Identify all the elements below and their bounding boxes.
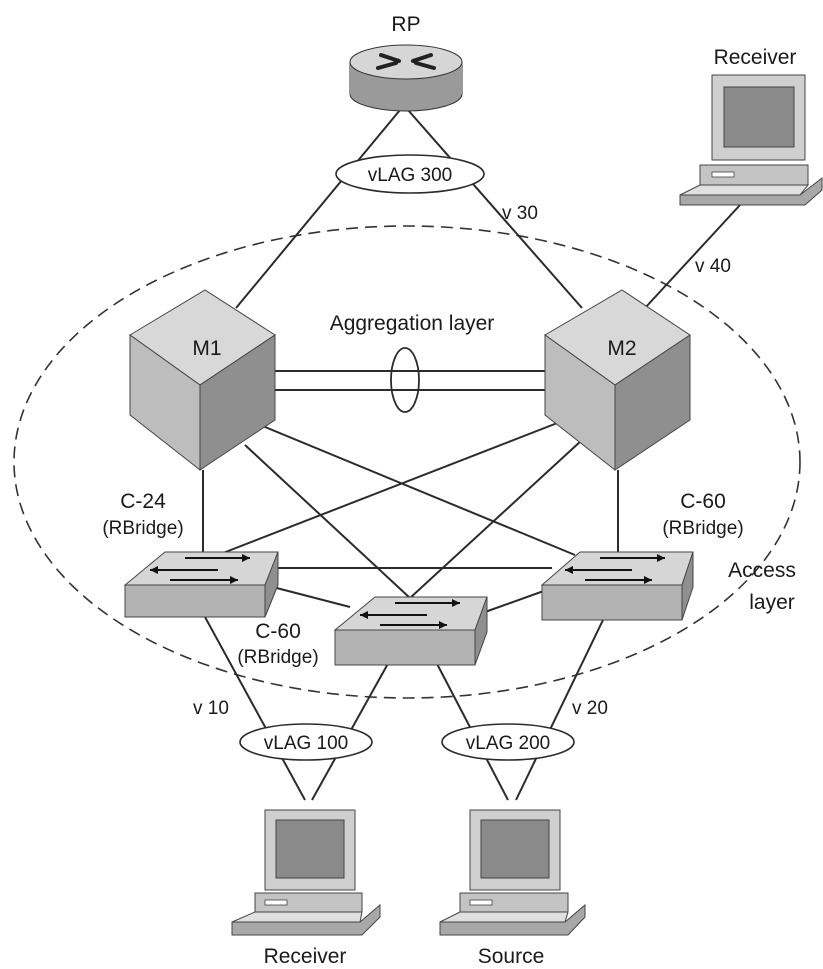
vlag100-oval [239,723,373,761]
aggregation-layer-label: Aggregation layer [330,312,495,335]
link-c24-receiver [204,616,306,801]
link-rp-m1 [235,109,401,309]
link-c60mid-c60right [484,587,553,613]
c60-mid-switch [333,596,488,666]
v30-label: v 30 [502,203,538,224]
link-m2-c60mid [409,439,583,599]
vlag100-label: vLAG 100 [264,733,349,754]
m2-label: M2 [607,337,636,360]
isl-lag-oval [390,347,420,413]
access-layer-label-2: layer [749,591,795,614]
vlag300-oval [335,154,485,194]
link-receiver-m2 [644,204,741,309]
access-layer-boundary [13,225,801,699]
access-layer-label-1: Access [728,559,796,582]
v20-label: v 20 [572,698,608,719]
rp-label: RP [391,13,420,36]
c60-mid-sub-label: (RBridge) [237,647,318,668]
receiver-top-computer [679,74,823,206]
link-rp-m2 [407,109,583,309]
m1-switch [129,289,276,472]
receiver-bottom-label: Receiver [264,945,347,968]
c24-switch [123,551,279,618]
link-m1-c60mid [244,444,411,599]
link-m1-c60right [247,419,576,556]
c60-right-label: C-60 [680,490,726,513]
source-computer [439,809,586,936]
vlag200-oval [441,723,575,761]
v10-label: v 10 [193,698,229,719]
receiver-top-label: Receiver [714,46,797,69]
c60-right-sub-label: (RBridge) [662,518,743,539]
m2-switch [544,289,691,472]
vlag300-label: vLAG 300 [368,165,453,186]
v40-label: v 40 [695,256,731,277]
vlag200-label: vLAG 200 [466,733,551,754]
rp-router [349,44,463,112]
c60-mid-label: C-60 [255,620,301,643]
m1-label: M1 [192,337,221,360]
links [202,109,741,801]
receiver-bottom-computer [231,809,381,936]
c24-label: C-24 [120,490,166,513]
link-c24-c60mid [264,584,351,608]
c24-sub-label: (RBridge) [102,518,183,539]
source-label: Source [478,945,545,968]
c60-right-switch [540,551,694,621]
link-m2-c24 [204,419,566,561]
link-c60right-source [515,619,604,801]
